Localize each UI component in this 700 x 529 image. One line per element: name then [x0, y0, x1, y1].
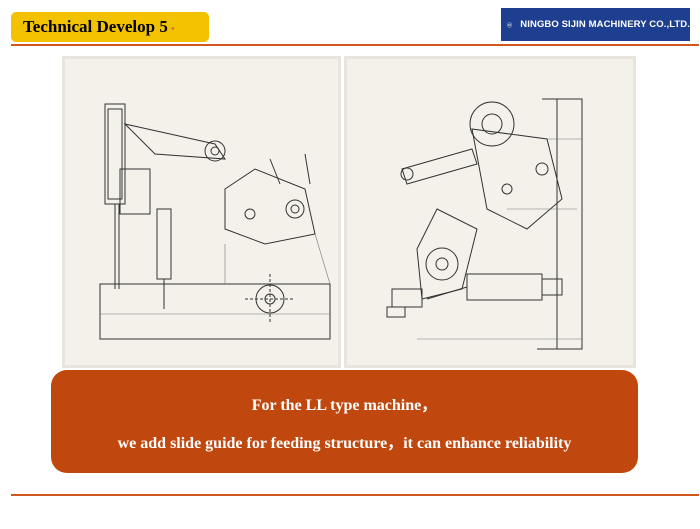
slide-title-text: Technical Develop 5	[23, 17, 168, 36]
caption-line-1: For the LL type machine，	[251, 396, 438, 414]
bottom-divider	[11, 494, 699, 496]
mechanism-drawing-right-icon	[386, 98, 583, 350]
mechanism-drawing-left-icon	[99, 103, 331, 340]
drawing-left	[62, 56, 341, 368]
sijin-logo-icon	[507, 21, 513, 28]
top-divider	[11, 44, 699, 46]
company-logo: NINGBO SIJIN MACHINERY CO.,LTD.	[501, 8, 690, 41]
title-marker-icon: •	[170, 23, 175, 35]
slide-title: Technical Develop 5 •	[11, 12, 209, 42]
caption-box: For the LL type machine， we add slide gu…	[51, 370, 638, 473]
drawing-right	[344, 56, 636, 368]
caption-line-2: we add slide guide for feeding structure…	[117, 434, 572, 452]
company-name: NINGBO SIJIN MACHINERY CO.,LTD.	[520, 19, 690, 30]
